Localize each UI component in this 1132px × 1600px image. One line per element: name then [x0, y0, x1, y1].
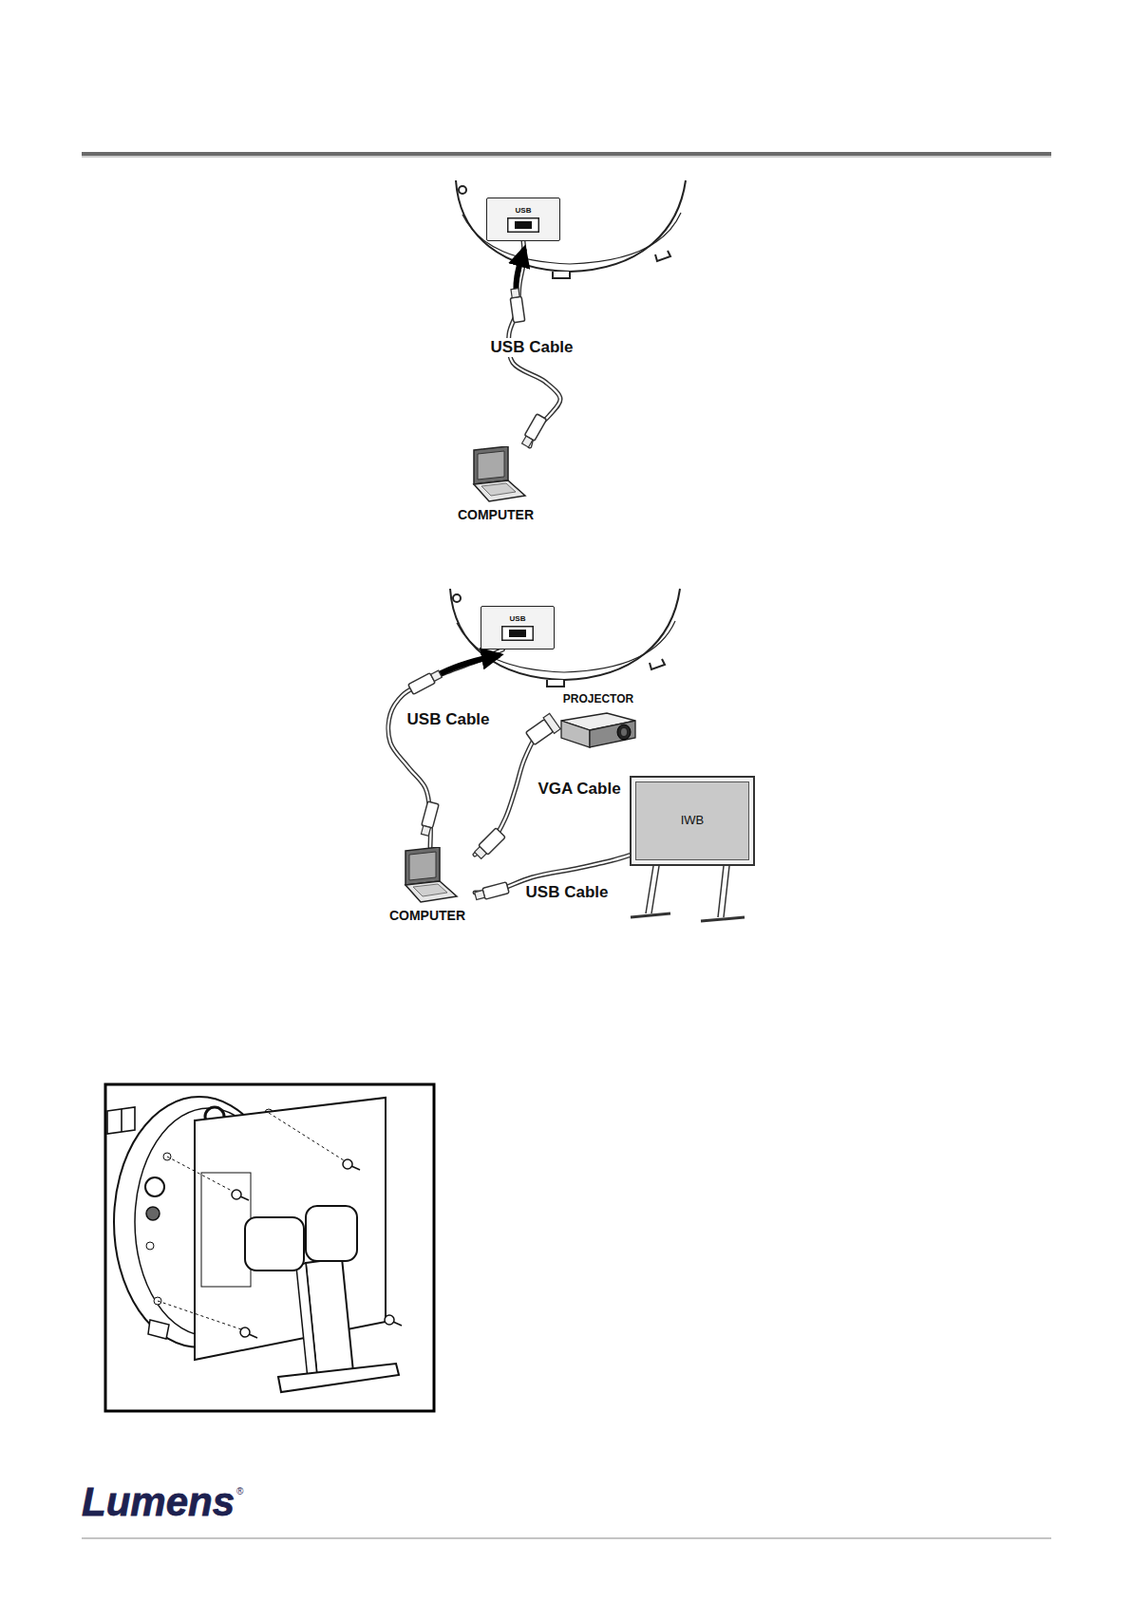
- footer-rule: [81, 1538, 1052, 1540]
- device-label: IWB: [680, 813, 705, 829]
- usb-port-panel: USB: [486, 197, 561, 242]
- cable-core: [388, 649, 503, 848]
- usb-plug: [509, 287, 526, 322]
- cable-label: USB Cable: [523, 883, 612, 903]
- usb-port-drawing: [501, 625, 534, 642]
- cable-label: VGA Cable: [534, 779, 623, 799]
- camera-screw-hole: [146, 1242, 154, 1250]
- usb-plug: [520, 414, 548, 449]
- usb-port-drawing: [507, 217, 540, 233]
- cable-label: USB Cable: [404, 710, 493, 730]
- stand-base: [278, 1363, 399, 1393]
- laptop-drawing: [394, 847, 461, 906]
- device-label: COMPUTER: [389, 907, 466, 924]
- figure-frame: [105, 1084, 434, 1412]
- stand-arm-side: [296, 1263, 318, 1379]
- logo-text: Lumens: [81, 1482, 235, 1523]
- projector-drawing: [557, 709, 640, 750]
- trademark-mark: ®: [236, 1487, 244, 1497]
- mount-plate: [194, 1097, 386, 1360]
- usb-plug: [473, 882, 510, 903]
- camera-foot: [547, 679, 565, 687]
- mount-figure: [105, 1084, 434, 1412]
- camera-outline: [450, 588, 680, 680]
- header-rule: [81, 153, 1052, 157]
- camera-hole: [146, 1207, 160, 1221]
- camera-foot: [552, 271, 570, 279]
- iwb-screen: IWB: [629, 775, 755, 867]
- camera-base: [450, 588, 680, 687]
- iwb-stand: [630, 866, 745, 922]
- port-label: USB: [509, 614, 527, 623]
- camera-foot: [655, 250, 671, 262]
- cable-label: USB Cable: [488, 338, 577, 358]
- device-label: PROJECTOR: [563, 693, 634, 707]
- stand-pad: [305, 1206, 358, 1262]
- computer-icon: COMPUTER: [379, 847, 475, 924]
- usb-plug: [419, 801, 440, 837]
- usb-port-panel: USB: [480, 605, 555, 650]
- projector-icon: PROJECTOR: [552, 693, 644, 750]
- plate-window: [201, 1172, 251, 1287]
- computer-icon: COMPUTER: [442, 446, 549, 523]
- camera-knob: [452, 594, 461, 603]
- camera-foot: [649, 659, 665, 670]
- camera-shaft: [107, 1107, 135, 1134]
- camera-base: [455, 180, 686, 279]
- camera-outline: [455, 180, 686, 272]
- cable-outline: [388, 649, 503, 848]
- vga-plug: [524, 713, 561, 747]
- camera-hole: [145, 1177, 165, 1197]
- usb-plug: [408, 668, 444, 695]
- video-plug: [472, 828, 506, 861]
- stand-pad: [245, 1217, 304, 1271]
- usb-cable: [388, 649, 503, 848]
- port-label: USB: [515, 206, 532, 215]
- laptop-drawing: [462, 446, 529, 506]
- camera-knob: [458, 186, 467, 194]
- device-label: COMPUTER: [457, 507, 534, 523]
- cable-slot: [148, 1320, 170, 1340]
